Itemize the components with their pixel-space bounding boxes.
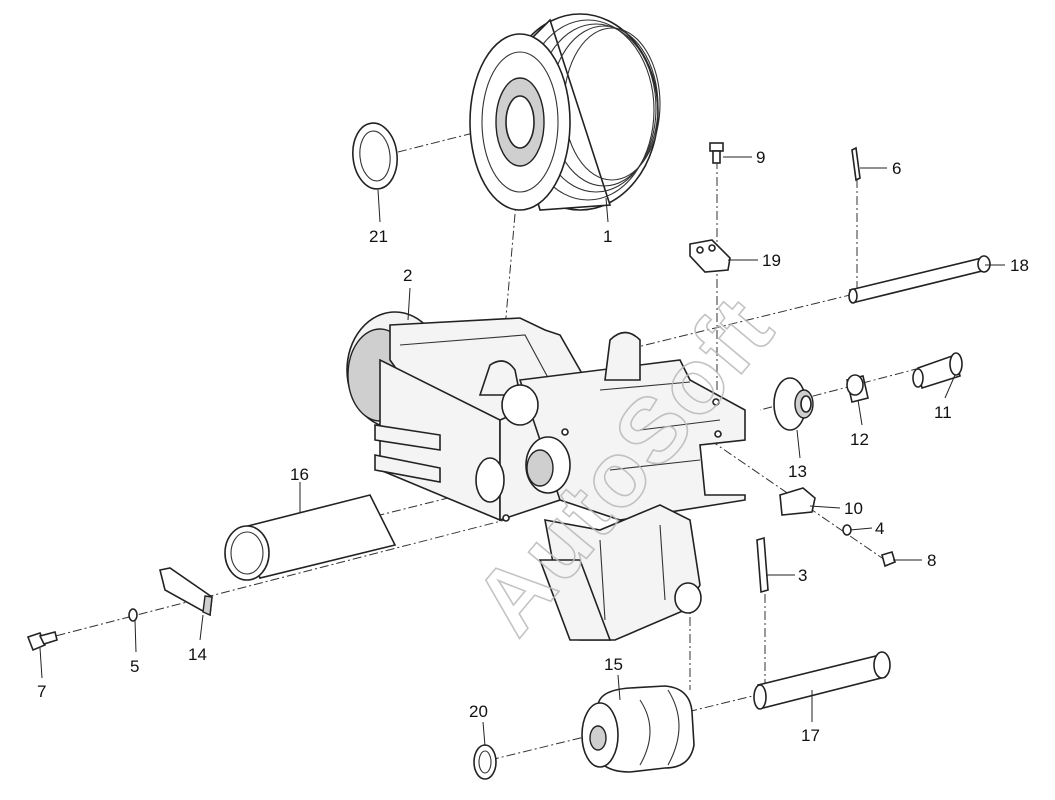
part-21-seal-ring xyxy=(352,122,398,190)
callout-21: 21 xyxy=(369,227,388,246)
part-7-bolt xyxy=(26,631,58,652)
callout-4: 4 xyxy=(875,519,884,538)
callout-2: 2 xyxy=(403,266,412,285)
callout-15: 15 xyxy=(604,655,623,674)
callout-8: 8 xyxy=(927,551,936,570)
part-18-long-pin xyxy=(848,255,991,304)
callout-5: 5 xyxy=(130,657,139,676)
part-16-large-pin xyxy=(224,494,397,581)
callout-7: 7 xyxy=(37,682,46,701)
callout-16: 16 xyxy=(290,465,309,484)
callout-11: 11 xyxy=(934,403,952,422)
part-17-pin xyxy=(753,651,891,710)
part-1-pulley xyxy=(469,13,661,211)
part-5-washer xyxy=(128,608,138,622)
part-8-bolt xyxy=(881,551,896,568)
callout-10: 10 xyxy=(844,499,863,518)
part-13-flanged-washer xyxy=(773,377,814,431)
callout-14: 14 xyxy=(188,645,207,664)
callout-18: 18 xyxy=(1010,256,1029,275)
part-3-cotter-pin xyxy=(756,536,769,594)
callout-1: 1 xyxy=(603,227,612,246)
callout-3: 3 xyxy=(798,566,807,585)
part-10-block xyxy=(779,487,816,516)
callout-13: 13 xyxy=(788,462,807,481)
part-6-cotter-pin xyxy=(851,146,861,182)
callout-6: 6 xyxy=(892,159,901,178)
part-20-ring xyxy=(473,744,497,780)
callout-20: 20 xyxy=(469,702,488,721)
part-15-bushing xyxy=(581,685,695,773)
part-11-pin xyxy=(912,352,963,390)
part-9-bolt xyxy=(709,142,724,164)
callout-12: 12 xyxy=(850,430,869,449)
part-4-washer xyxy=(842,524,852,536)
part-19-clamp xyxy=(689,239,731,273)
leader-lines xyxy=(39,156,1005,747)
callout-9: 9 xyxy=(756,148,765,167)
part-14-lock-plate xyxy=(159,567,213,617)
callout-labels: 1 2 3 4 5 6 7 8 9 10 11 12 13 14 15 16 1… xyxy=(37,148,1029,745)
part-2-bracket-frame xyxy=(346,311,746,641)
callout-19: 19 xyxy=(762,251,781,270)
part-12-bushing xyxy=(846,374,869,403)
callout-17: 17 xyxy=(801,726,820,745)
